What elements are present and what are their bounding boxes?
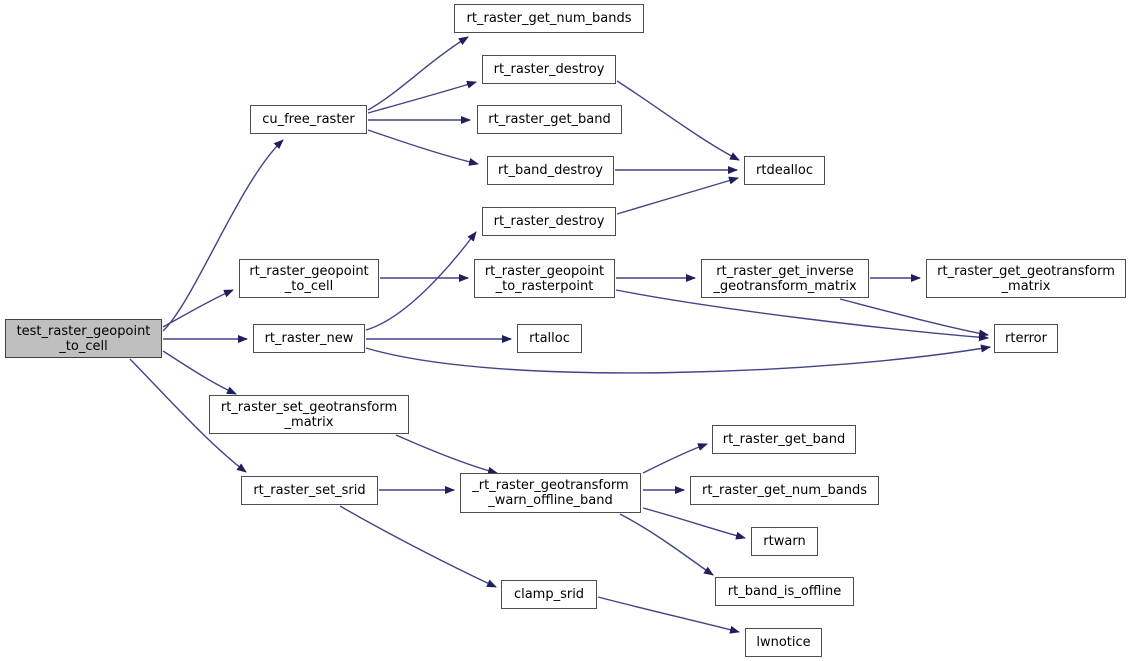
graph-node-label: rt_raster_set_geotransform _matrix [220, 399, 398, 430]
graph-node-label: rt_raster_get_band [488, 112, 611, 127]
graph-node-label: rt_raster_geopoint _to_rasterpoint [484, 263, 605, 294]
call-edge-n11-to-n7 [162, 289, 234, 328]
call-edge-n12-to-n14 [365, 344, 991, 374]
graph-node-label: rtwarn [763, 534, 806, 549]
graph-node-rt-raster-set-srid[interactable]: rt_raster_set_srid [241, 476, 378, 505]
graph-node-label: rt_raster_new [264, 331, 354, 346]
graph-node-rt-band-destroy[interactable]: rt_band_destroy [487, 156, 614, 185]
graph-node-lwnotice[interactable]: lwnotice [745, 628, 822, 657]
graph-node-label: lwnotice [756, 635, 811, 650]
call-edge-n18-to-n21 [619, 513, 714, 576]
graph-node-rt-raster-destroy[interactable]: rt_raster_destroy [482, 207, 616, 236]
graph-node-label: rt_raster_set_srid [253, 483, 366, 498]
graph-node-rtalloc[interactable]: rtalloc [517, 324, 582, 353]
graph-node-label: rt_raster_destroy [493, 214, 605, 229]
graph-node-label: _rt_raster_geotransform _warn_offline_ba… [472, 478, 629, 508]
graph-node-label: rt_raster_destroy [493, 62, 605, 77]
call-edge-n11-to-n15 [162, 350, 237, 395]
graph-node-rt-raster-get-band[interactable]: rt_raster_get_band [477, 105, 622, 134]
graph-node-rt-raster-new[interactable]: rt_raster_new [253, 324, 365, 353]
graph-node-label: rt_raster_get_geotransform _matrix [937, 263, 1115, 294]
graph-node-cu-free-raster[interactable]: cu_free_raster [250, 105, 367, 134]
call-edge-n9-to-n14 [839, 298, 989, 338]
graph-node-label: rt_raster_get_band [722, 432, 846, 447]
graph-node-label: rt_raster_geopoint _to_cell [249, 263, 369, 294]
graph-node-label: rt_band_destroy [498, 163, 603, 178]
call-edge-n17-to-n22 [339, 505, 497, 588]
call-edge-n11-to-n2 [162, 139, 284, 332]
graph-node-rtdealloc[interactable]: rtdealloc [744, 156, 825, 185]
graph-node-label: rt_raster_get_num_bands [466, 11, 632, 26]
graph-node-rt-raster-get-num-bands[interactable]: rt_raster_get_num_bands [690, 476, 879, 505]
call-edge-n2-to-n4 [367, 129, 479, 166]
graph-node-label: rtdealloc [756, 163, 813, 178]
graph-node-rt-raster-destroy[interactable]: rt_raster_destroy [482, 55, 616, 84]
graph-node-label: rt_band_is_offline [727, 584, 842, 599]
call-edge-n18-to-n20 [642, 507, 746, 540]
graph-node-label: test_raster_geopoint _to_cell [16, 323, 151, 354]
graph-node-label: rterror [1005, 331, 1047, 346]
graph-node-rt-raster-set-geotransform-matrix[interactable]: rt_raster_set_geotransform _matrix [209, 395, 409, 434]
graph-node-rt-raster-geopoint-to-rasterpoint[interactable]: rt_raster_geopoint _to_rasterpoint [474, 259, 615, 298]
graph-node-rtwarn[interactable]: rtwarn [751, 527, 818, 556]
graph-node-clamp-srid[interactable]: clamp_srid [501, 580, 597, 609]
graph-node-test-raster-geopoint-to-cell[interactable]: test_raster_geopoint _to_cell [5, 319, 162, 358]
graph-node-rterror[interactable]: rterror [994, 324, 1058, 353]
call-edge-n12-to-n6 [365, 231, 477, 331]
graph-node-rt-band-is-offline[interactable]: rt_band_is_offline [715, 577, 854, 606]
graph-node-rt-raster-get-geotransform-matrix[interactable]: rt_raster_get_geotransform _matrix [926, 259, 1126, 298]
graph-node-rt-raster-get-band[interactable]: rt_raster_get_band [712, 425, 856, 454]
graph-node-label: clamp_srid [513, 587, 585, 602]
graph-node--rt-raster-geotransform-warn-offline-band[interactable]: _rt_raster_geotransform _warn_offline_ba… [460, 473, 641, 513]
graph-node-rt-raster-get-inverse-geotransform-matrix[interactable]: rt_raster_get_inverse _geotransform_matr… [701, 259, 869, 298]
call-edge-n2-to-n1 [367, 80, 477, 114]
graph-node-label: rt_raster_get_num_bands [702, 483, 867, 498]
graph-node-label: rt_raster_get_inverse _geotransform_matr… [713, 263, 857, 294]
graph-node-rt-raster-geopoint-to-cell[interactable]: rt_raster_geopoint _to_cell [239, 259, 379, 298]
graph-node-rt-raster-get-num-bands[interactable]: rt_raster_get_num_bands [454, 4, 644, 33]
call-edge-n1-to-n5 [616, 80, 740, 161]
call-edge-n2-to-n0 [367, 36, 469, 111]
call-edge-n18-to-n16 [642, 443, 708, 474]
graph-node-label: rtalloc [529, 331, 570, 346]
call-edge-n15-to-n18 [395, 434, 498, 475]
call-edge-n6-to-n5 [616, 176, 739, 215]
graph-node-label: cu_free_raster [262, 112, 355, 127]
